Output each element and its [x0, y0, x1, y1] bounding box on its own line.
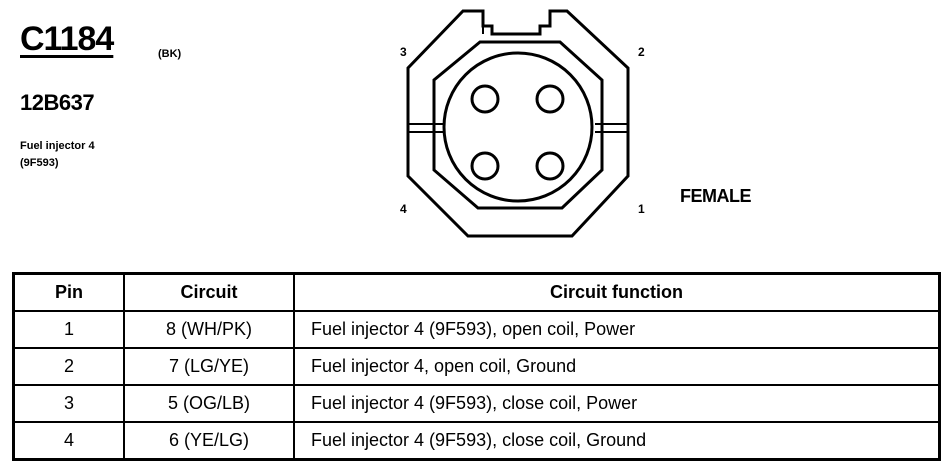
connector-id: C1184	[20, 20, 114, 58]
pin-hole-4	[470, 151, 500, 181]
pin-hole-3	[470, 84, 500, 114]
row-function: Fuel injector 4, open coil, Ground	[293, 347, 941, 386]
header-circuit: Circuit	[123, 272, 295, 312]
connector-header: C1184 (BK) 12B637 Fuel injector 4 (9F593…	[20, 20, 350, 169]
connector-inner-body	[432, 40, 604, 210]
pin-label-4: 4	[400, 202, 407, 216]
table-row: 1 8 (WH/PK) Fuel injector 4 (9F593), ope…	[12, 310, 941, 349]
header-pin: Pin	[12, 272, 125, 312]
connector-gender-label: FEMALE	[680, 186, 752, 206]
row-pin: 2	[12, 347, 125, 386]
row-circuit: 7 (LG/YE)	[123, 347, 295, 386]
description-line-2: (9F593)	[20, 157, 59, 169]
connector-latch-right	[595, 123, 628, 133]
row-circuit: 6 (YE/LG)	[123, 421, 295, 461]
table-row: 4 6 (YE/LG) Fuel injector 4 (9F593), clo…	[12, 421, 941, 461]
pin-label-1: 1	[638, 202, 645, 216]
row-pin: 4	[12, 421, 125, 461]
connector-cavity	[442, 51, 594, 203]
row-function: Fuel injector 4 (9F593), open coil, Powe…	[293, 310, 941, 349]
connector-color-code: (BK)	[158, 48, 182, 60]
pinout-table: Pin Circuit Circuit function 1 8 (WH/PK)…	[12, 272, 941, 461]
component-description: Fuel injector 4 (9F593)	[20, 138, 95, 172]
row-function: Fuel injector 4 (9F593), close coil, Gro…	[293, 421, 941, 461]
table-header-row: Pin Circuit Circuit function	[12, 272, 941, 312]
row-function: Fuel injector 4 (9F593), close coil, Pow…	[293, 384, 941, 423]
part-number: 12B637	[20, 90, 95, 115]
row-circuit: 8 (WH/PK)	[123, 310, 295, 349]
pin-label-3: 3	[400, 45, 407, 59]
description-line-1: Fuel injector 4	[20, 140, 95, 152]
table-row: 2 7 (LG/YE) Fuel injector 4, open coil, …	[12, 347, 941, 386]
row-pin: 1	[12, 310, 125, 349]
table-row: 3 5 (OG/LB) Fuel injector 4 (9F593), clo…	[12, 384, 941, 423]
connector-latch-left	[408, 123, 444, 133]
pin-hole-1	[535, 151, 565, 181]
pin-hole-2	[535, 84, 565, 114]
connector-face-diagram: 1 2 3 4	[400, 9, 645, 238]
row-pin: 3	[12, 384, 125, 423]
row-circuit: 5 (OG/LB)	[123, 384, 295, 423]
header-circuit-function: Circuit function	[293, 272, 941, 312]
connector-outer-body	[406, 9, 630, 238]
pin-label-2: 2	[638, 45, 645, 59]
